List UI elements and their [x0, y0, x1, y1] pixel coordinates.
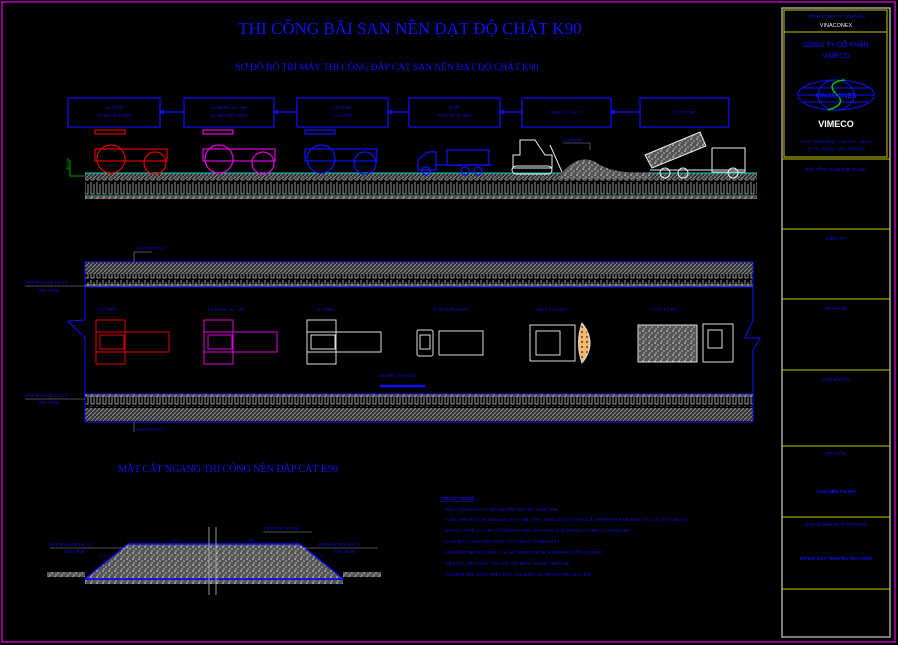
section-right-label: ĐẮP BAO MÁI TA LUY — [318, 541, 361, 547]
svg-text:LU SƠ BỘ: LU SƠ BỘ — [332, 113, 353, 118]
embank-label-bottom: ĐẮP BAO MÁI TA LUY — [26, 392, 69, 398]
flow-box-6: Ô TÔ TỰ ĐỔ — [639, 97, 730, 128]
note-line: LU SƠ BỘ, LU ĐẠT ĐỘ CHẶT VÀ LU HOÀN THIỆ… — [443, 539, 560, 545]
package-value: SAN NỀN SƠ BỘ — [817, 487, 856, 495]
svg-text:MÁY ỦI 110CV: MÁY ỦI 110CV — [551, 110, 582, 115]
elevation-view: 30 CM CÁT ĐẮP — [65, 129, 757, 199]
svg-text:LU RUNG 16 - 24T: LU RUNG 16 - 24T — [211, 105, 248, 110]
drawing-title: THI CÔNG BÃI SAN NỀN ĐẠT ĐỘ CHẶT K90 — [238, 19, 581, 38]
note-line: + VẬN CHUYỂN CÁT ĐẾN KHU VỰC THI CÔNG BẰ… — [443, 516, 688, 522]
crossfall-left: i% — [173, 538, 178, 543]
plan-label-water-truck: Ô TÔ TƯỚI NƯỚC — [433, 307, 469, 312]
company-brand: VIMECO — [822, 53, 850, 60]
plan-label-finishing-roller: LU TĨNH — [98, 307, 117, 312]
plan-vibratory-roller-icon — [203, 319, 278, 365]
layer-thickness-label: 30 CM — [65, 158, 70, 170]
section-left-label: ĐẮP BAO MÁI TA LUY — [50, 541, 93, 547]
cell-approver: PHÓ TỔNG GIÁM ĐỐC DUYỆT — [805, 167, 867, 172]
address: LÔ E9 - PHẠM HÙNG - CẦU GIẤY - HÀ NỘI — [800, 139, 871, 144]
logo-vimeco: VIMECO — [818, 119, 854, 129]
svg-text:LU HOÀN THIỆN: LU HOÀN THIỆN — [97, 113, 132, 118]
vinaconex-logo — [797, 79, 875, 111]
note-line: - NGHIỆM THU TỔNG THỂ CÔNG TÁC ĐẮP CÁT N… — [443, 571, 592, 577]
title-block-frame — [781, 7, 891, 638]
drawing-subtitle: SƠ ĐỒ BỐ TRÍ MÁY THI CÔNG ĐẮP CÁT SAN NỀ… — [236, 60, 539, 73]
corp-name: TỔNG CÔNG TY CỔ PHẦN — [807, 13, 865, 19]
plan-label-dump-truck: Ô TÔ TỰ ĐỔ — [652, 307, 678, 312]
plan-finishing-roller-icon — [95, 319, 170, 365]
flow-box-5: MÁY ỦI 110CV — [521, 97, 612, 128]
plan-water-truck-icon — [416, 329, 484, 357]
note-line: + NGHIỆM THU ĐỘ CHẶT, CAO ĐỘ, KÍCH THƯỚC… — [443, 549, 602, 556]
svg-text:Ô TÔ: Ô TÔ — [449, 105, 460, 110]
notes: THUYẾT MINH: - THI CÔNG ĐẮP CÁT NỀN ĐƯỜN… — [440, 496, 688, 577]
plan-label-vibratory-roller: LU RUNG 16 - 24T — [208, 307, 245, 312]
plan-bulldozer-icon — [529, 321, 591, 365]
logo-text: VINACONEX — [815, 93, 857, 100]
roller-finishing-icon — [94, 129, 168, 175]
slope-ratio-left: 1:1.5 — [98, 554, 106, 558]
note-line: + DÙNG LU ĐỂ LU LỚP CÁT ĐẮP ĐẠT ĐỘ CHẶT … — [443, 527, 630, 534]
svg-text:LU TĨNH: LU TĨNH — [105, 105, 124, 110]
bottom-soil-label: ĐẤT HỮU CƠ — [137, 427, 165, 432]
sand-pile — [560, 159, 650, 179]
top-soil-label: ĐẤT HỮU CƠ — [137, 246, 165, 251]
flow-arrows — [158, 109, 640, 115]
plan-view: ĐẤT HỮU CƠ ĐẤT HỮU CƠ ĐẮP BAO MÁI TA LUY… — [25, 246, 761, 432]
slope-ratio-right: 1:1.5 — [316, 554, 324, 558]
note-line: - TIẾP TỤC THI CÔNG CÁC LỚP CÁT ĐẾN CAO … — [443, 561, 570, 566]
cell-checker: KIỂM TRA — [826, 236, 846, 241]
cell-drawing-type: BẢN VẼ BIỆN PHÁP THI CÔNG — [805, 522, 868, 527]
company-name: CÔNG TY CỔ PHẦN — [803, 39, 868, 49]
drawing-type-value: SƠ ĐỒ DÂY TRUYỀN THI CÔNG — [799, 554, 872, 562]
flow-box-2: LU RUNG 16 - 24T LU ĐẠT ĐỘ CHẶT — [183, 97, 275, 128]
direction-label: HƯỚNG THI CÔNG — [380, 373, 416, 378]
svg-text:TƯỚI NƯỚC 5M3: TƯỚI NƯỚC 5M3 — [437, 113, 472, 118]
crossfall-right: i% — [249, 538, 254, 543]
roller-static-icon — [304, 129, 378, 175]
embank-thickness-bottom: DÀY 50CM — [38, 400, 59, 405]
cell-package: GÓI THẦU — [826, 451, 847, 456]
section-left-thickness: DÀY 50CM — [64, 549, 85, 554]
notes-heading: THUYẾT MINH: — [440, 496, 475, 501]
embank-label-top: ĐẮP BAO MÁI TA LUY — [26, 279, 69, 285]
cross-section: MẶT CẮT NGANG THI CÔNG NỀN ĐẮP CÁT K90 Đ… — [47, 462, 381, 595]
svg-text:Ô TÔ TỰ ĐỔ: Ô TÔ TỰ ĐỔ — [671, 110, 697, 115]
plan-label-static-roller: LU TĨNH — [316, 307, 335, 312]
plan-label-bulldozer: MÁY ỦI 110CV — [537, 307, 568, 312]
title-block: TỔNG CÔNG TY CỔ PHẦN VINACONEX CÔNG TY C… — [782, 9, 890, 590]
flow-box-1: LU TĨNH LU HOÀN THIỆN — [67, 97, 161, 128]
roller-vibratory-icon — [202, 129, 276, 175]
water-truck-icon — [417, 149, 492, 176]
cell-owner: CHỦ ĐẦU TƯ — [823, 377, 850, 382]
plan-static-roller-icon — [306, 319, 382, 365]
dump-truck-icon — [644, 131, 746, 179]
corp-brand: VINACONEX — [820, 23, 853, 29]
bulldozer-icon — [511, 139, 563, 175]
flow-box-4: Ô TÔ TƯỚI NƯỚC 5M3 — [408, 97, 501, 128]
section-title: MẶT CẮT NGANG THI CÔNG NỀN ĐẮP CÁT K90 — [118, 462, 338, 475]
flow-box-3: LU TĨNH LU SƠ BỘ — [296, 97, 389, 128]
section-sand-label: CÁT ĐẮP CÁT K90 — [264, 525, 299, 531]
phone: TEL: 04 7848204 - FAX: 047848202 — [807, 147, 865, 151]
svg-text:LU ĐẠT ĐỘ CHẶT: LU ĐẠT ĐỘ CHẶT — [210, 113, 248, 118]
section-right-thickness: DÀY 50CM — [334, 549, 355, 554]
plan-dump-truck-icon — [637, 323, 734, 363]
cell-drafter: NGƯỜI VẼ — [825, 306, 847, 311]
svg-text:LU TĨNH: LU TĨNH — [333, 105, 352, 110]
note-line: - THI CÔNG ĐẮP CÁT NỀN ĐƯỜNG ĐẠT ĐỘ CHẶT… — [443, 506, 559, 512]
sand-label: CÁT ĐẮP — [563, 136, 582, 143]
embank-thickness-top: DÀY 50CM — [38, 288, 59, 293]
